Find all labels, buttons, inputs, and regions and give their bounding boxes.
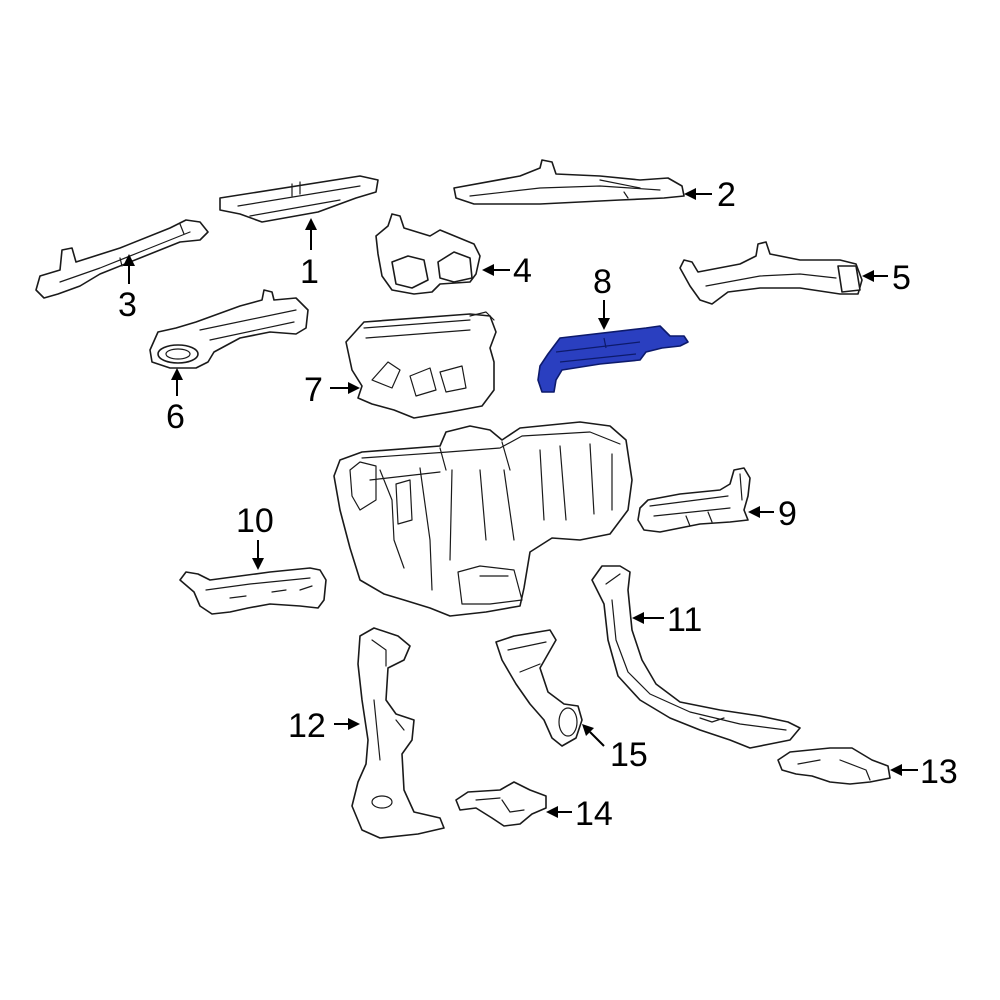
callout-12: 12: [288, 707, 360, 745]
part-1-defroster-nozzle[interactable]: [219, 175, 379, 223]
callout-label-13: 13: [920, 753, 958, 791]
callout-1: 1: [300, 218, 319, 291]
part-2-side-duct[interactable]: [453, 159, 685, 205]
callout-13: 13: [890, 753, 958, 791]
hvac-housing: [333, 421, 633, 617]
callout-label-8: 8: [593, 263, 612, 301]
part-5-duct-elbow[interactable]: [679, 241, 863, 305]
callout-label-10: 10: [236, 502, 274, 540]
callout-label-4: 4: [513, 252, 532, 290]
callout-7: 7: [304, 371, 360, 409]
callout-label-11: 11: [667, 601, 702, 639]
callout-14: 14: [546, 795, 613, 833]
callout-label-15: 15: [610, 736, 648, 774]
part-14-bracket[interactable]: [455, 781, 547, 827]
callout-label-2: 2: [717, 176, 736, 214]
part-4-vent-outlet[interactable]: [375, 213, 481, 295]
callout-label-9: 9: [778, 495, 797, 533]
callout-15: 15: [582, 724, 648, 774]
callout-6: 6: [166, 368, 185, 436]
part-10-duct[interactable]: [179, 567, 327, 615]
part-12-vertical-duct[interactable]: [351, 627, 445, 839]
callout-label-14: 14: [575, 795, 613, 833]
part-9-bracket-duct[interactable]: [637, 467, 751, 533]
callout-label-6: 6: [166, 398, 185, 436]
part-3-duct[interactable]: [35, 219, 209, 299]
callout-label-7: 7: [304, 371, 323, 409]
part-8-shape: [537, 325, 689, 393]
part-8-duct-highlighted[interactable]: [537, 325, 689, 393]
callout-11: 11: [632, 601, 702, 639]
callout-label-1: 1: [300, 253, 319, 291]
callout-9: 9: [748, 495, 797, 533]
part-6-duct[interactable]: [149, 289, 309, 369]
part-7-duct-unit[interactable]: [345, 311, 497, 419]
callout-10: 10: [236, 502, 274, 570]
callout-5: 5: [862, 259, 911, 297]
part-11-riser-duct[interactable]: [591, 565, 801, 749]
callout-2: 2: [684, 176, 736, 214]
callout-4: 4: [482, 252, 532, 290]
part-15-curved-duct[interactable]: [495, 629, 583, 747]
callout-label-12: 12: [288, 707, 326, 745]
callout-3: 3: [118, 254, 137, 324]
part-13-small-duct[interactable]: [777, 747, 891, 785]
callout-label-5: 5: [892, 259, 911, 297]
callout-8: 8: [593, 263, 612, 330]
callout-label-3: 3: [118, 286, 137, 324]
